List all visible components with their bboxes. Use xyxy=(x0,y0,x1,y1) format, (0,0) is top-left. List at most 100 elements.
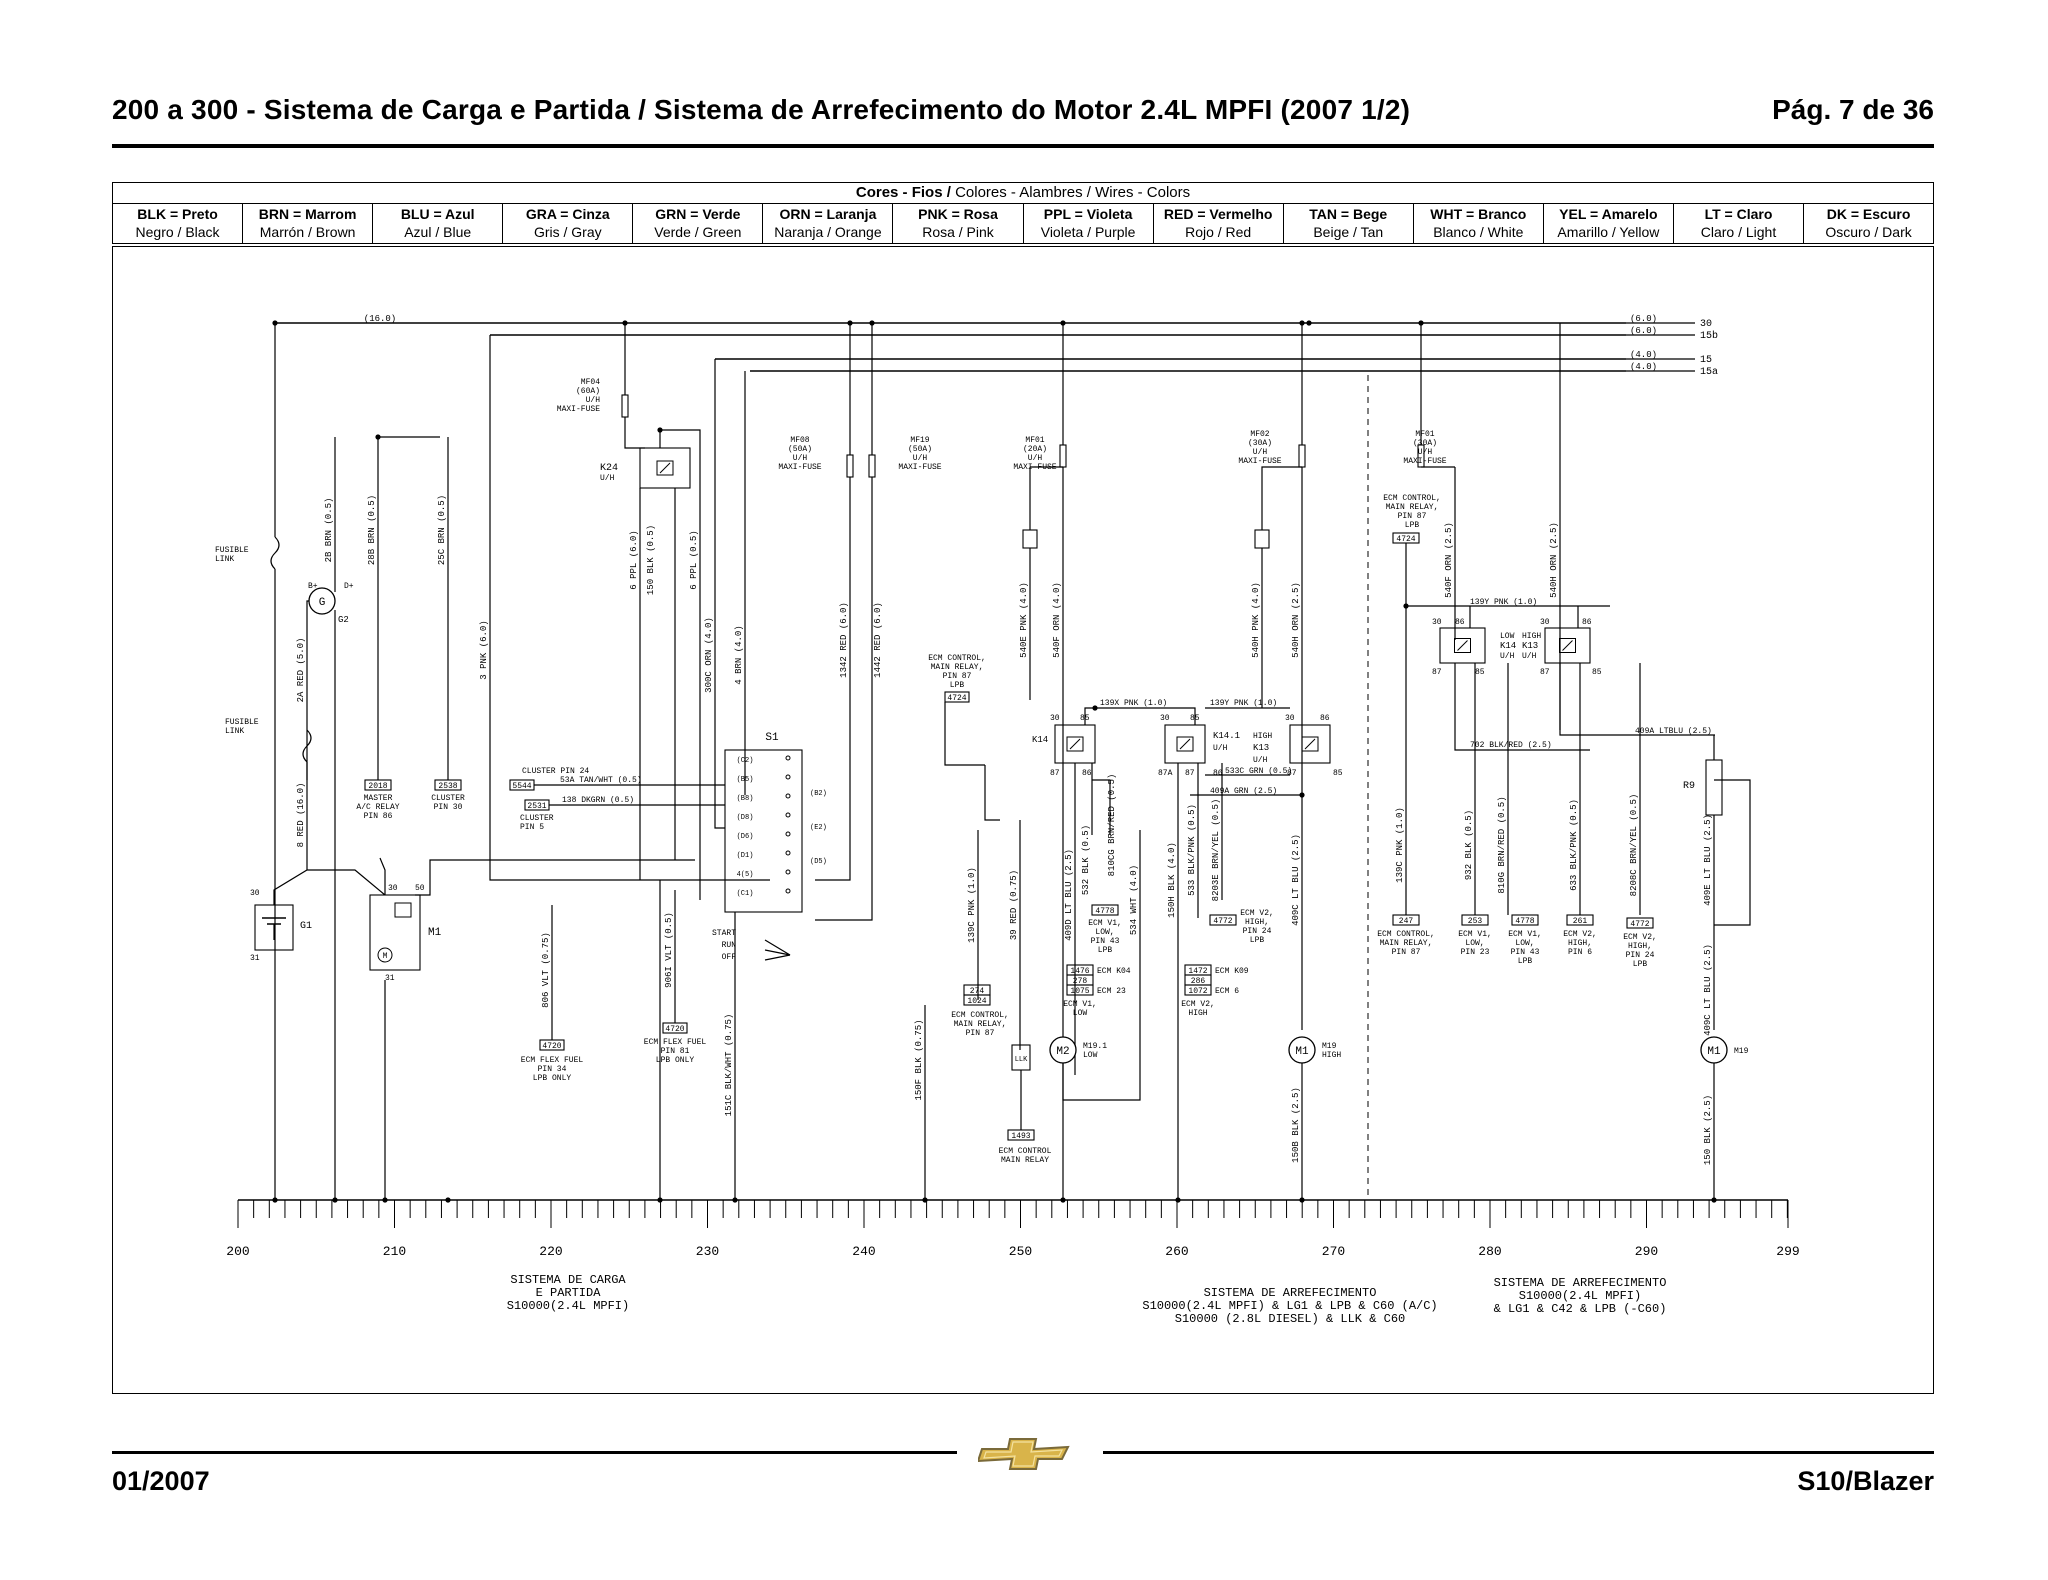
bus-label: 15b xyxy=(1700,330,1718,342)
connector-label: LPB ONLY xyxy=(533,1074,572,1083)
switch-pin-label: (C1) xyxy=(737,890,754,898)
terminal-label: 30 xyxy=(1050,714,1060,723)
connector-label: LPB xyxy=(1518,957,1533,966)
fuse-label: (50A) xyxy=(908,445,932,454)
bus-label: 15 xyxy=(1700,355,1712,366)
relay-label: K14.1 xyxy=(1213,731,1240,741)
fuse-mf01a xyxy=(1059,444,1067,468)
scale-label: 210 xyxy=(383,1244,406,1259)
connector-label: CLUSTER xyxy=(431,794,465,803)
connector-label: ECM V1, xyxy=(1508,930,1542,939)
switch-position-label: OFF xyxy=(722,953,737,962)
fuse-label: MAXI-FUSE xyxy=(1403,457,1446,466)
fuse-label: U/H xyxy=(793,454,808,463)
wire-label: 150 BLK (2.5) xyxy=(1703,1095,1713,1165)
scale-label: 270 xyxy=(1322,1244,1345,1259)
fusible-link-label: FUSIBLE xyxy=(225,718,259,727)
connector-label: HIGH, xyxy=(1628,942,1652,951)
scale-label: 280 xyxy=(1478,1244,1501,1259)
connector-label: PIN 34 xyxy=(538,1065,567,1074)
wire-label: 139Y PNK (1.0) xyxy=(1470,598,1537,607)
legend-code: YEL = Amarelo xyxy=(1559,206,1658,222)
wire-label: 540H ORN (2.5) xyxy=(1291,582,1301,658)
terminal-label: 86 xyxy=(1582,618,1592,627)
legend-code: BRN = Marrom xyxy=(258,206,357,222)
connector-id: 1072 xyxy=(1188,987,1207,996)
footer-model: S10/Blazer xyxy=(1797,1466,1934,1496)
bus-wire-label: (4.0) xyxy=(1630,362,1657,372)
wire-label: 6 PPL (0.5) xyxy=(689,530,699,589)
fuse-label: U/H xyxy=(913,454,928,463)
wire-label: 633 BLK/PNK (0.5) xyxy=(1569,799,1579,891)
connector-id: 261 xyxy=(1573,917,1588,926)
section-label: E PARTIDA xyxy=(536,1286,602,1300)
connector-1493 xyxy=(1007,1129,1035,1141)
header-rule xyxy=(112,144,1934,148)
wire-label: 540H PNK (4.0) xyxy=(1251,582,1261,658)
wire-label: 139C PNK (1.0) xyxy=(1395,807,1405,883)
motor-label: LOW xyxy=(1083,1051,1098,1060)
wire xyxy=(944,702,985,766)
wire-label: 139C PNK (1.0) xyxy=(967,867,977,943)
connector-label: ECM 23 xyxy=(1097,987,1126,996)
relay-k14-right-coil xyxy=(1454,638,1471,653)
connector-label: LPB xyxy=(1250,936,1265,945)
relay-k13-right-coil-diag xyxy=(1562,640,1573,651)
wire-label: 532 BLK (0.5) xyxy=(1081,825,1091,895)
fusible-link-label: LINK xyxy=(215,555,234,564)
terminal-label: 87 xyxy=(1050,769,1060,778)
relay-k14-right-coil-diag xyxy=(1457,640,1468,651)
connector-id: 2018 xyxy=(368,782,387,791)
connector-label: MAIN RELAY, xyxy=(1380,939,1433,948)
connector-id: 286 xyxy=(1191,977,1206,986)
fuse-label: MAXI-FUSE xyxy=(1238,457,1281,466)
wire-label: 409A LTBLU (2.5) xyxy=(1635,727,1712,736)
relay-k14-coil xyxy=(1066,736,1084,752)
footer-rule-right xyxy=(1103,1451,1934,1454)
motor-m2-label: M2 xyxy=(1056,1046,1069,1058)
relay-label: U/H xyxy=(1500,652,1515,661)
connector-label: PIN 23 xyxy=(1461,948,1490,957)
terminal-label: 30 xyxy=(1160,714,1170,723)
legend-code: DK = Escuro xyxy=(1826,206,1911,222)
wire-color-legend: Cores - Fios / Colores - Alambres / Wire… xyxy=(112,182,1934,244)
connector-label: ECM CONTROL, xyxy=(1383,494,1441,503)
relay-label: U/H xyxy=(1522,652,1537,661)
switch-pin-label: 4(5) xyxy=(737,871,754,879)
legend-translation: Rosa / Pink xyxy=(922,224,994,240)
starter-label: M1 xyxy=(428,927,442,939)
switch-pin-label: (E2) xyxy=(810,824,827,832)
terminal-label: 85 xyxy=(1592,668,1602,677)
wire xyxy=(764,939,791,956)
motor-m1-right-label: M1 xyxy=(1707,1046,1721,1058)
legend-translation: Claro / Light xyxy=(1700,224,1777,240)
connector-label: LPB xyxy=(950,681,965,690)
legend-translation: Rojo / Red xyxy=(1185,224,1252,240)
legend-translation: Marrón / Brown xyxy=(259,224,356,240)
connector-label: PIN 81 xyxy=(661,1047,690,1056)
switch-pin-label: (B2) xyxy=(810,790,827,798)
bus-wire-label: (6.0) xyxy=(1630,326,1657,336)
terminal-label: 30 xyxy=(1540,618,1550,627)
connector-label: LOW, xyxy=(1515,939,1534,948)
relay-label: U/H xyxy=(1253,756,1268,765)
battery-label: G1 xyxy=(300,921,312,932)
relay-label: K13 xyxy=(1253,743,1269,753)
fuse-label: MF04 xyxy=(581,378,600,387)
connector-4772b xyxy=(1626,917,1654,929)
fuse-label: (60A) xyxy=(576,387,600,396)
fuse-mf19 xyxy=(868,454,876,478)
switch-pin-label: (B5) xyxy=(737,776,754,784)
relay-label: K13 xyxy=(1522,641,1538,651)
legend-code: RED = Vermelho xyxy=(1163,206,1273,222)
switch-contact xyxy=(785,793,791,799)
relay-k13-right xyxy=(1544,627,1591,664)
wire-label: 932 BLK (0.5) xyxy=(1464,810,1474,880)
legend-translation: Naranja / Orange xyxy=(774,224,882,240)
fuse-label: (30A) xyxy=(1413,439,1437,448)
connector-1024 xyxy=(963,994,991,1006)
wire-label: 534 WHT (4.0) xyxy=(1129,865,1139,935)
connector-id: 4720 xyxy=(665,1025,684,1034)
